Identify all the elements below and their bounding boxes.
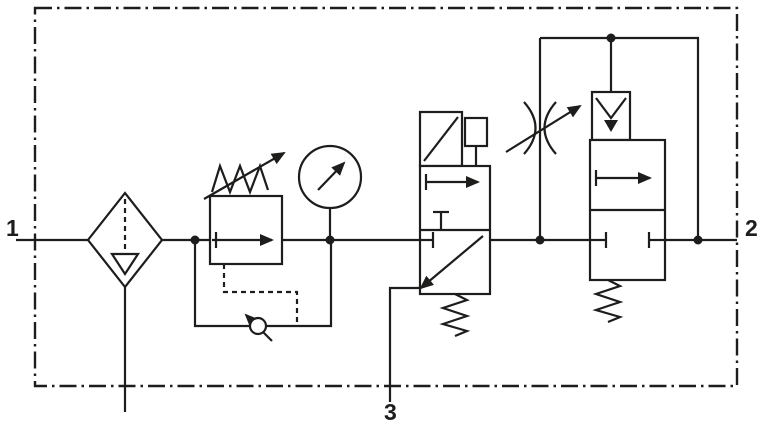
pilot-check-valve — [590, 90, 632, 142]
junction-dot — [190, 235, 200, 245]
return-spring-icon — [439, 293, 471, 338]
enclosure-boundary — [33, 6, 739, 388]
pilot-line — [540, 36, 700, 240]
port-2-label: 2 — [745, 215, 758, 241]
junction-dots — [190, 33, 703, 245]
solenoid-slash — [423, 116, 459, 162]
exhaust-flow-arrow — [419, 235, 484, 290]
check-valve-arrow — [604, 120, 618, 132]
junction-dot — [325, 235, 335, 245]
gauge-needle — [317, 161, 346, 191]
restrictor-arc-left — [523, 101, 537, 155]
regulator-relief-branch — [193, 240, 333, 342]
flow-control-valve — [505, 38, 582, 240]
junction-dot — [693, 235, 703, 245]
regulator-adjustment-arrow — [203, 152, 286, 200]
pressure-gauge — [297, 144, 363, 240]
return-spring-icon — [592, 279, 624, 324]
pressure-regulator — [203, 152, 299, 324]
relief-vent-icon — [248, 316, 268, 336]
port-1-label: 1 — [6, 215, 19, 241]
junction-dot — [535, 235, 545, 245]
regulator-pilot-dashed-line — [222, 264, 299, 324]
check-valve-seat — [595, 97, 627, 120]
condensate-separator-icon — [109, 252, 141, 277]
pilot-line-path — [540, 36, 700, 240]
filter-water-separator — [86, 191, 164, 412]
exhaust-line — [388, 286, 420, 402]
port-3-label: 3 — [384, 399, 397, 425]
soft-start-valve — [588, 138, 667, 324]
regulator-body — [208, 194, 284, 266]
junction-dot — [606, 33, 616, 43]
flow-control-adjustment-arrow — [505, 104, 582, 153]
manual-override-icon — [463, 116, 489, 148]
shutoff-valve-3-2 — [388, 110, 492, 402]
